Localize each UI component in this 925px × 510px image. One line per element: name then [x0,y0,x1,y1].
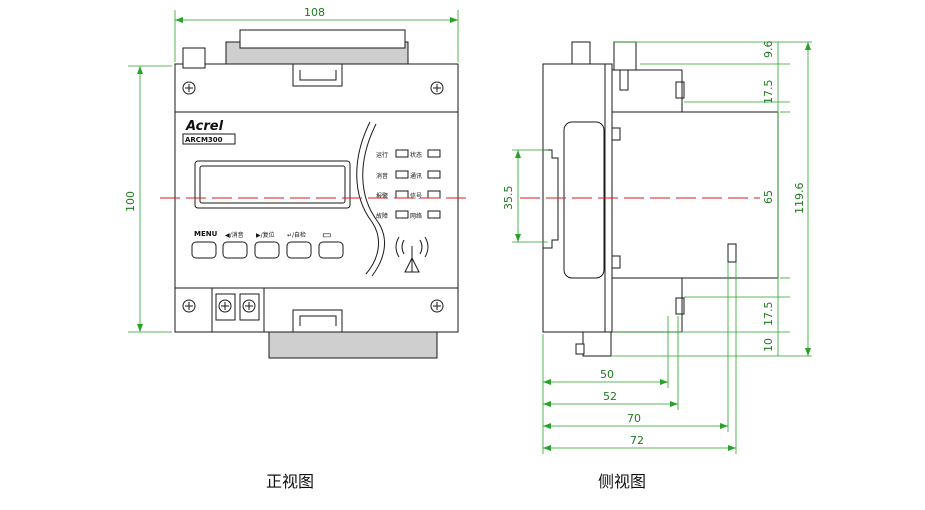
front-top-clip-tab [239,29,406,49]
dim-h4: 17.5 [762,302,775,327]
lcd-screen [194,160,351,209]
led-indicator [427,149,441,158]
wireless-antenna-icon [395,236,429,273]
side-view: 9.6 17.5 65 17.5 10 119.6 35.5 50 52 70 … [502,41,812,491]
dim-h5: 10 [762,338,775,352]
side-view-caption: 侧视图 [598,472,646,491]
indicator-label: 通讯 [410,172,422,180]
dim-w4: 72 [630,434,644,447]
indicator-label: 网络 [410,212,422,220]
terminal-screw-icon [218,299,232,313]
led-indicator [427,190,441,199]
din-rail-notch [543,149,559,249]
brand-logo: Acrel [185,119,224,134]
extra-button[interactable] [318,241,344,259]
extra-button-icon: ▭ [322,230,331,241]
led-indicator [395,170,409,179]
front-height-dim: 100 [124,191,137,212]
terminal-screw-icon [242,299,256,313]
dim-total: 119.6 [793,183,806,215]
screw-icon [430,299,444,313]
terminal-block [211,287,265,333]
dim-w2: 52 [603,390,617,403]
indicator-label: 运行 [376,151,388,159]
led-indicator [395,210,409,219]
led-indicator [427,170,441,179]
panel-curve [356,121,380,275]
front-view-caption: 正视图 [266,472,314,491]
screw-icon [430,81,444,95]
led-indicator [395,149,409,158]
indicator-label: 状态 [410,151,422,159]
indicator-label: 消音 [376,172,388,180]
led-indicator [395,190,409,199]
indicator-label: 报警 [376,192,388,200]
front-bottom-clip [268,331,438,359]
indicator-label: 信号 [410,192,422,200]
screw-icon [182,299,196,313]
dim-h1: 9.6 [762,41,775,59]
menu-button[interactable] [191,241,217,259]
indicator-group: 运行 状态 消音 通讯 报警 信号 故障 网络 [376,149,441,220]
reset-button[interactable] [254,241,280,259]
screw-icon [182,81,196,95]
dim-h3: 65 [762,190,775,204]
front-width-dim: 108 [304,6,325,19]
dim-h2: 17.5 [762,80,775,105]
indicator-label: 故障 [376,212,388,220]
dim-w1: 50 [600,368,614,381]
model-label: ARCM300 [185,136,223,144]
dim-rail: 35.5 [502,186,515,211]
mute-button-label: ◀/消音 [225,231,244,239]
self-check-button-label: ↵/自检 [287,231,306,239]
self-check-button[interactable] [286,241,312,259]
mute-button[interactable] [222,241,248,259]
led-indicator [427,210,441,219]
side-panel [563,121,605,279]
reset-button-label: ▶/复位 [256,231,275,239]
front-view: Acrel ARCM300 运行 状态 消音 通讯 报警 信号 故障 网络 [124,6,472,491]
dim-w3: 70 [627,412,641,425]
menu-button-label: MENU [194,230,218,238]
